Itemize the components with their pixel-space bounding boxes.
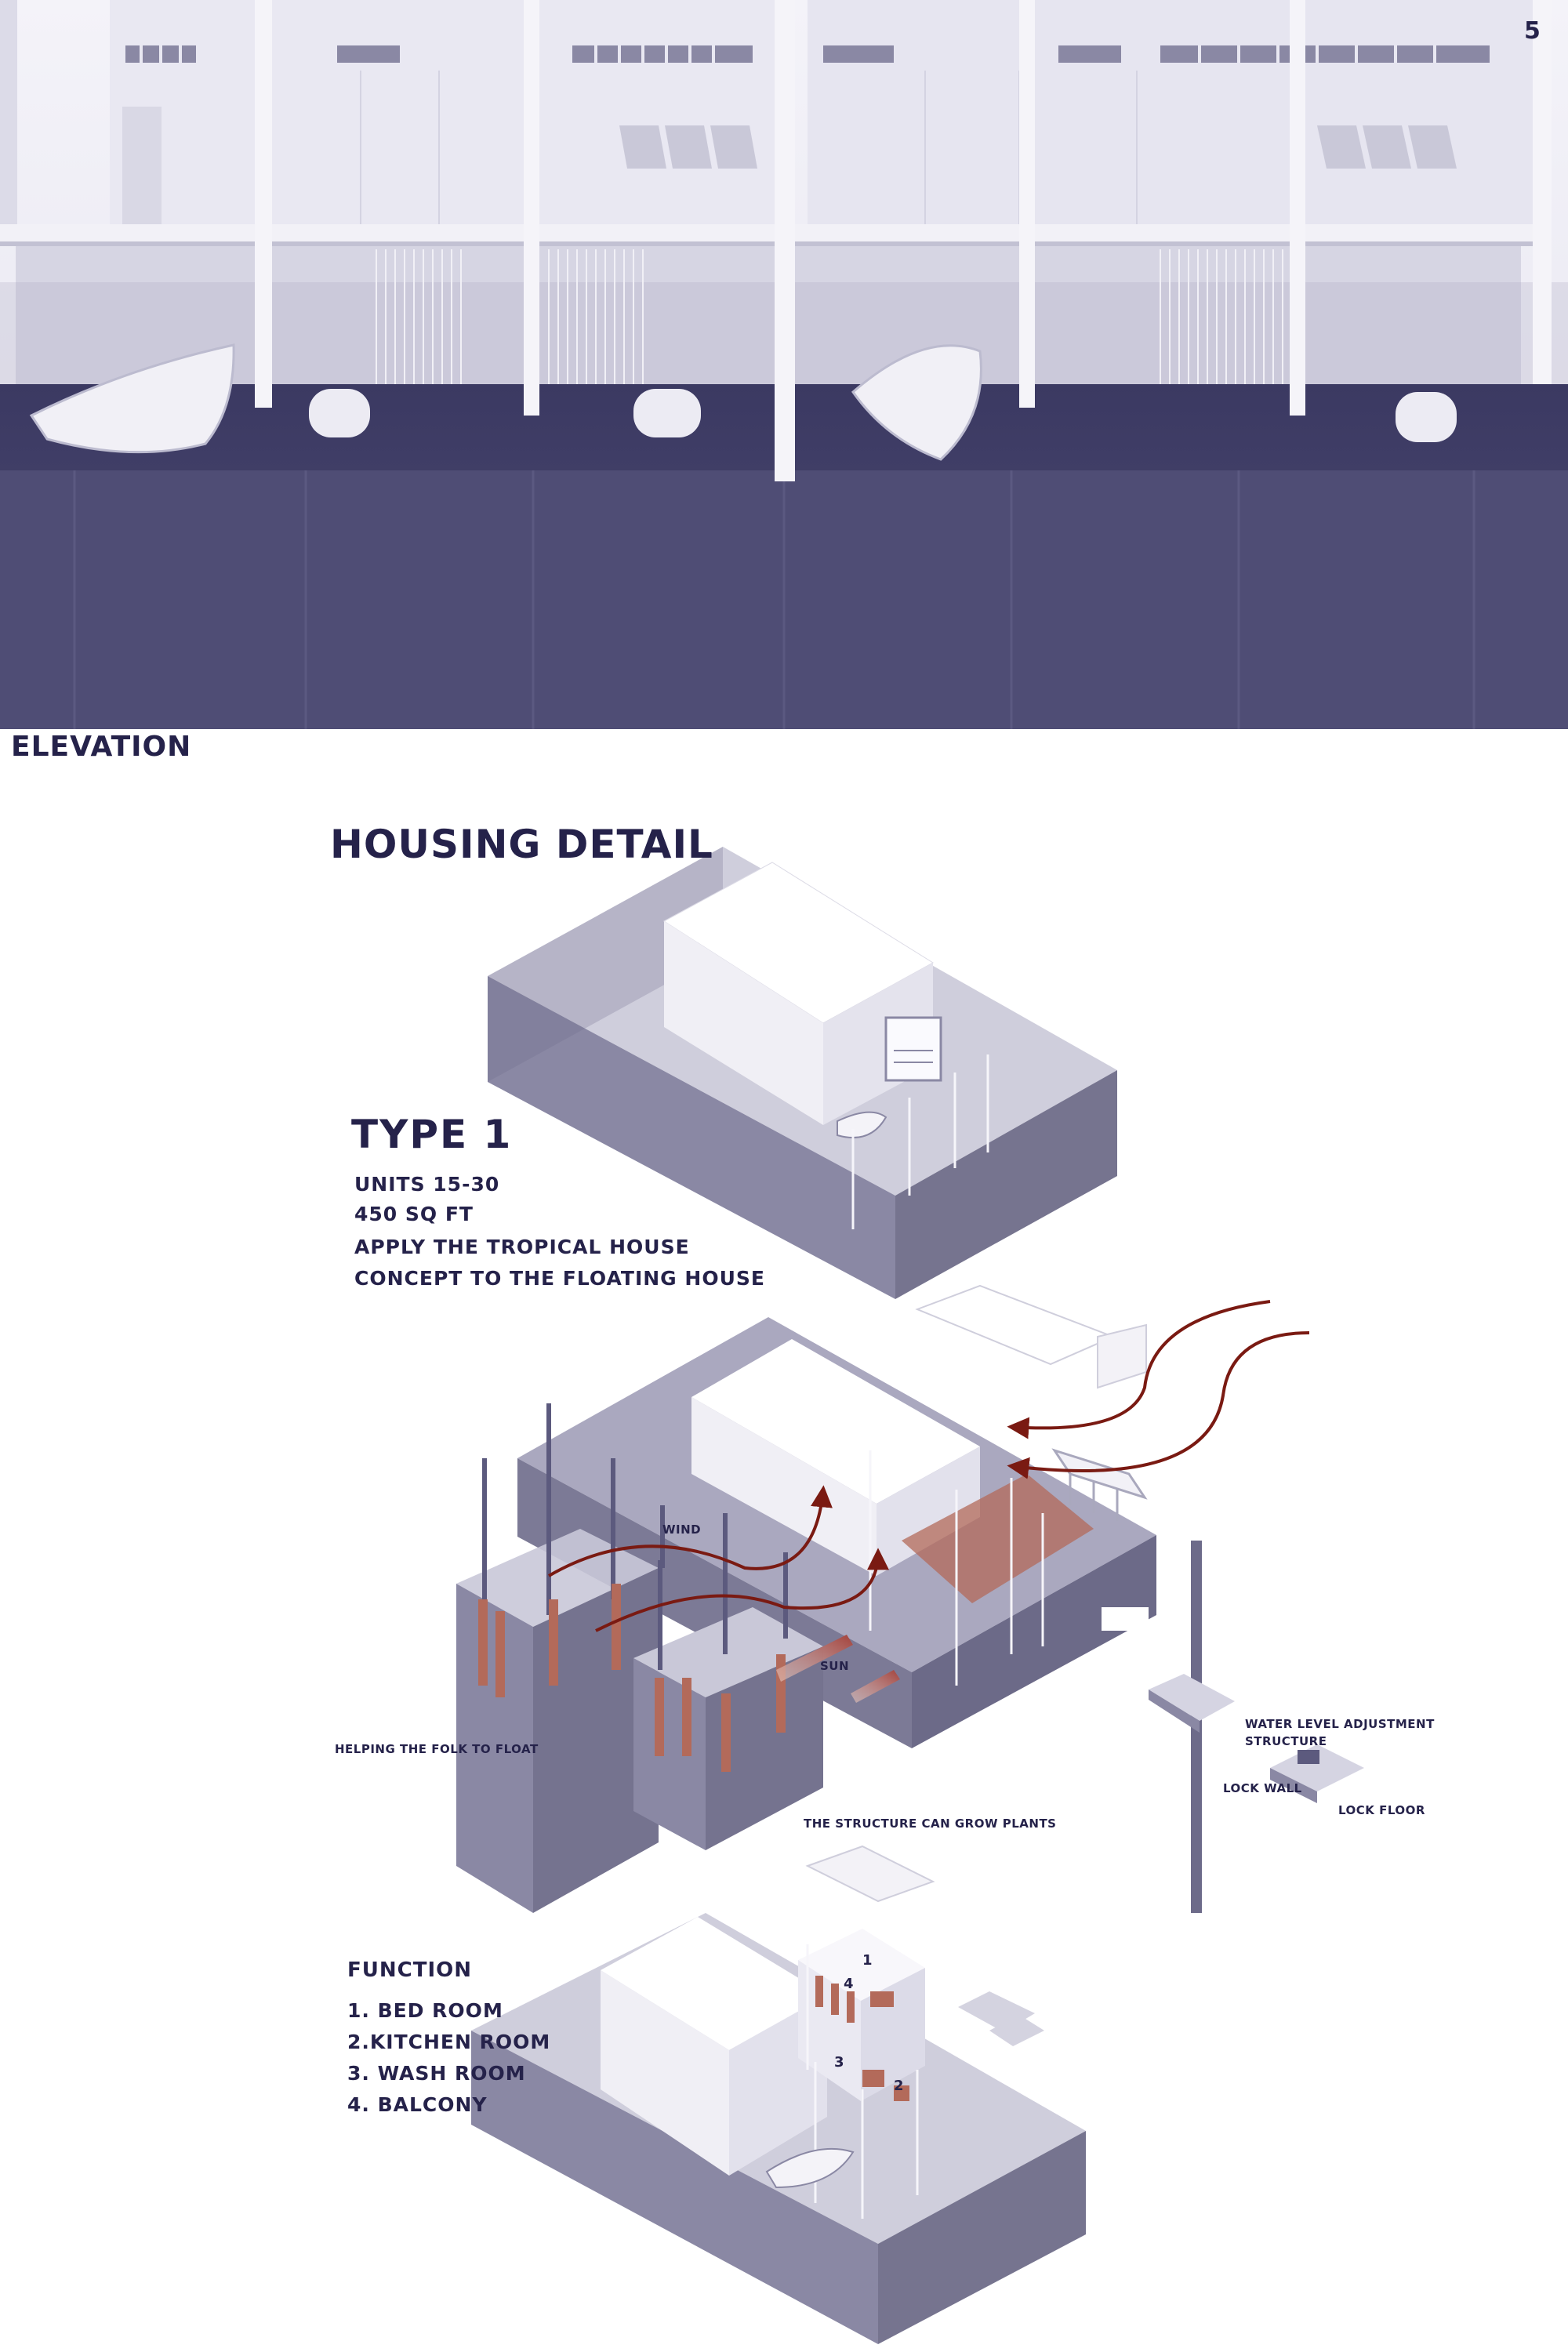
- lock-wall-label: LOCK WALL: [1223, 1781, 1302, 1795]
- elevation-label: ELEVATION: [11, 731, 192, 763]
- housing-axonometric: [456, 847, 1364, 2344]
- railing-piece: [1051, 1448, 1148, 1521]
- function-module-box: [471, 1845, 1086, 2344]
- function-item-kitchen-room: 2.KITCHEN ROOM: [347, 2031, 551, 2053]
- sun-label: SUN: [820, 1659, 850, 1673]
- lock-structure: [1270, 1744, 1364, 1803]
- sun-arrows: [776, 1635, 900, 1703]
- module-house-block: [663, 862, 989, 1229]
- room-number-3: 3: [834, 2054, 845, 2071]
- spec-concept-line-1: APPLY THE TROPICAL HOUSE: [354, 1236, 690, 1258]
- housing-detail-title: HOUSING DETAIL: [330, 822, 713, 867]
- terracotta-deck: [902, 1474, 1094, 1603]
- elevation-boat-right: [851, 344, 982, 461]
- function-item-bed-room: 1. BED ROOM: [347, 1999, 503, 2022]
- page-number: 5: [1524, 17, 1541, 45]
- upper-floor-right: [808, 0, 1537, 226]
- planter-cage-right: [633, 1513, 823, 1850]
- wind-arrows: [547, 1300, 1310, 1632]
- function-item-balcony: 4. BALCONY: [347, 2093, 488, 2116]
- lock-floor-label: LOCK FLOOR: [1338, 1803, 1425, 1817]
- function-title: FUNCTION: [347, 1958, 472, 1982]
- upper-floor-left: [110, 0, 784, 226]
- float-pontoons: [309, 389, 1457, 442]
- type-title: TYPE 1: [351, 1112, 513, 1157]
- elevation-door: [122, 107, 162, 224]
- planter-cage-left: [456, 1403, 665, 1913]
- spec-concept-line-2: CONCEPT TO THE FLOATING HOUSE: [354, 1267, 765, 1290]
- wind-label: WIND: [662, 1523, 702, 1537]
- type1-module-box: [488, 847, 1117, 1299]
- spec-units: UNITS 15-30: [354, 1173, 500, 1196]
- water-level-annotation-line-2: STRUCTURE: [1245, 1734, 1327, 1748]
- elevation-boat-left: [29, 343, 235, 454]
- elevation-render: [0, 0, 1568, 729]
- function-item-wash-room: 3. WASH ROOM: [347, 2062, 526, 2085]
- water-level-pole: [1149, 1541, 1235, 1913]
- room-number-1: 1: [862, 1952, 873, 1969]
- slatted-screen: [376, 249, 1293, 392]
- water-level-annotation-line-1: WATER LEVEL ADJUSTMENT: [1245, 1717, 1435, 1731]
- room-number-2: 2: [894, 2078, 905, 2094]
- room-number-4: 4: [844, 1976, 855, 1992]
- plants-annotation: THE STRUCTURE CAN GROW PLANTS: [804, 1817, 1057, 1831]
- float-annotation: HELPING THE FOLK TO FLOAT: [335, 1742, 539, 1756]
- spec-area: 450 SQ FT: [354, 1203, 474, 1225]
